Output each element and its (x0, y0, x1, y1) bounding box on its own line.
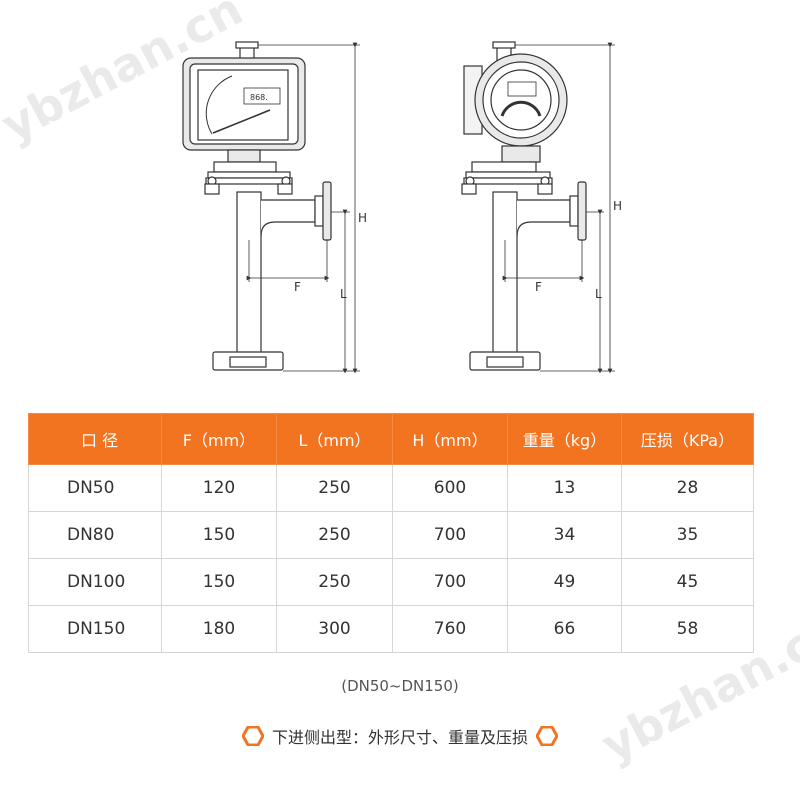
table-cell: 120 (161, 464, 277, 512)
header-cell: 口 径 (28, 413, 162, 465)
dimension-label-f: F (535, 280, 542, 294)
table-row: DN50 120 250 600 13 28 (28, 464, 754, 512)
table-cell: 600 (392, 464, 508, 512)
dimension-label-h: H (613, 199, 622, 213)
table-cell: 150 (161, 558, 277, 606)
dimension-label-h: H (358, 211, 367, 225)
header-cell: L（mm） (276, 413, 393, 465)
spec-table: 口 径 F（mm） L（mm） H（mm） 重量（kg） 压损（KPa） DN5… (28, 413, 754, 653)
flowmeter-drawing: 868. H L F (182, 41, 622, 374)
dimension-label-l: L (340, 287, 347, 301)
table-row: DN100 150 250 700 49 45 (28, 558, 754, 606)
figure-caption: 下进侧出型：外形尺寸、重量及压损 (0, 724, 800, 748)
table-cell: 45 (621, 558, 754, 606)
table-cell: 34 (507, 511, 622, 559)
svg-text:868.: 868. (250, 93, 268, 102)
table-cell: DN50 (28, 464, 162, 512)
table-row: DN150 180 300 760 66 58 (28, 605, 754, 653)
right-view (461, 41, 587, 371)
table-cell: DN80 (28, 511, 162, 559)
table-cell: 49 (507, 558, 622, 606)
table-cell: 35 (621, 511, 754, 559)
table-cell: DN100 (28, 558, 162, 606)
table-cell: 180 (161, 605, 277, 653)
header-cell: H（mm） (392, 413, 508, 465)
table-header-row: 口 径 F（mm） L（mm） H（mm） 重量（kg） 压损（KPa） (28, 413, 754, 465)
table-cell: 250 (276, 464, 393, 512)
table-cell: 700 (392, 558, 508, 606)
table-cell: 28 (621, 464, 754, 512)
dimension-label-l: L (595, 287, 602, 301)
table-cell: 300 (276, 605, 393, 653)
table-cell: 13 (507, 464, 622, 512)
table-cell: 700 (392, 511, 508, 559)
table-cell: DN150 (28, 605, 162, 653)
table-cell: 250 (276, 558, 393, 606)
hexagon-icon (536, 726, 558, 746)
header-cell: 重量（kg） (507, 413, 622, 465)
table-cell: 66 (507, 605, 622, 653)
hexagon-icon (241, 726, 264, 746)
dimension-label-f: F (294, 280, 301, 294)
caption-text: 下进侧出型：外形尺寸、重量及压损 (271, 728, 528, 747)
left-view: 868. (182, 41, 332, 371)
size-range-note: (DN50~DN150) (341, 677, 459, 695)
table-cell: 150 (161, 511, 277, 559)
header-cell: 压损（KPa） (621, 413, 754, 465)
table-cell: 250 (276, 511, 393, 559)
header-cell: F（mm） (161, 413, 277, 465)
table-row: DN80 150 250 700 34 35 (28, 511, 754, 559)
table-cell: 760 (392, 605, 508, 653)
table-cell: 58 (621, 605, 754, 653)
